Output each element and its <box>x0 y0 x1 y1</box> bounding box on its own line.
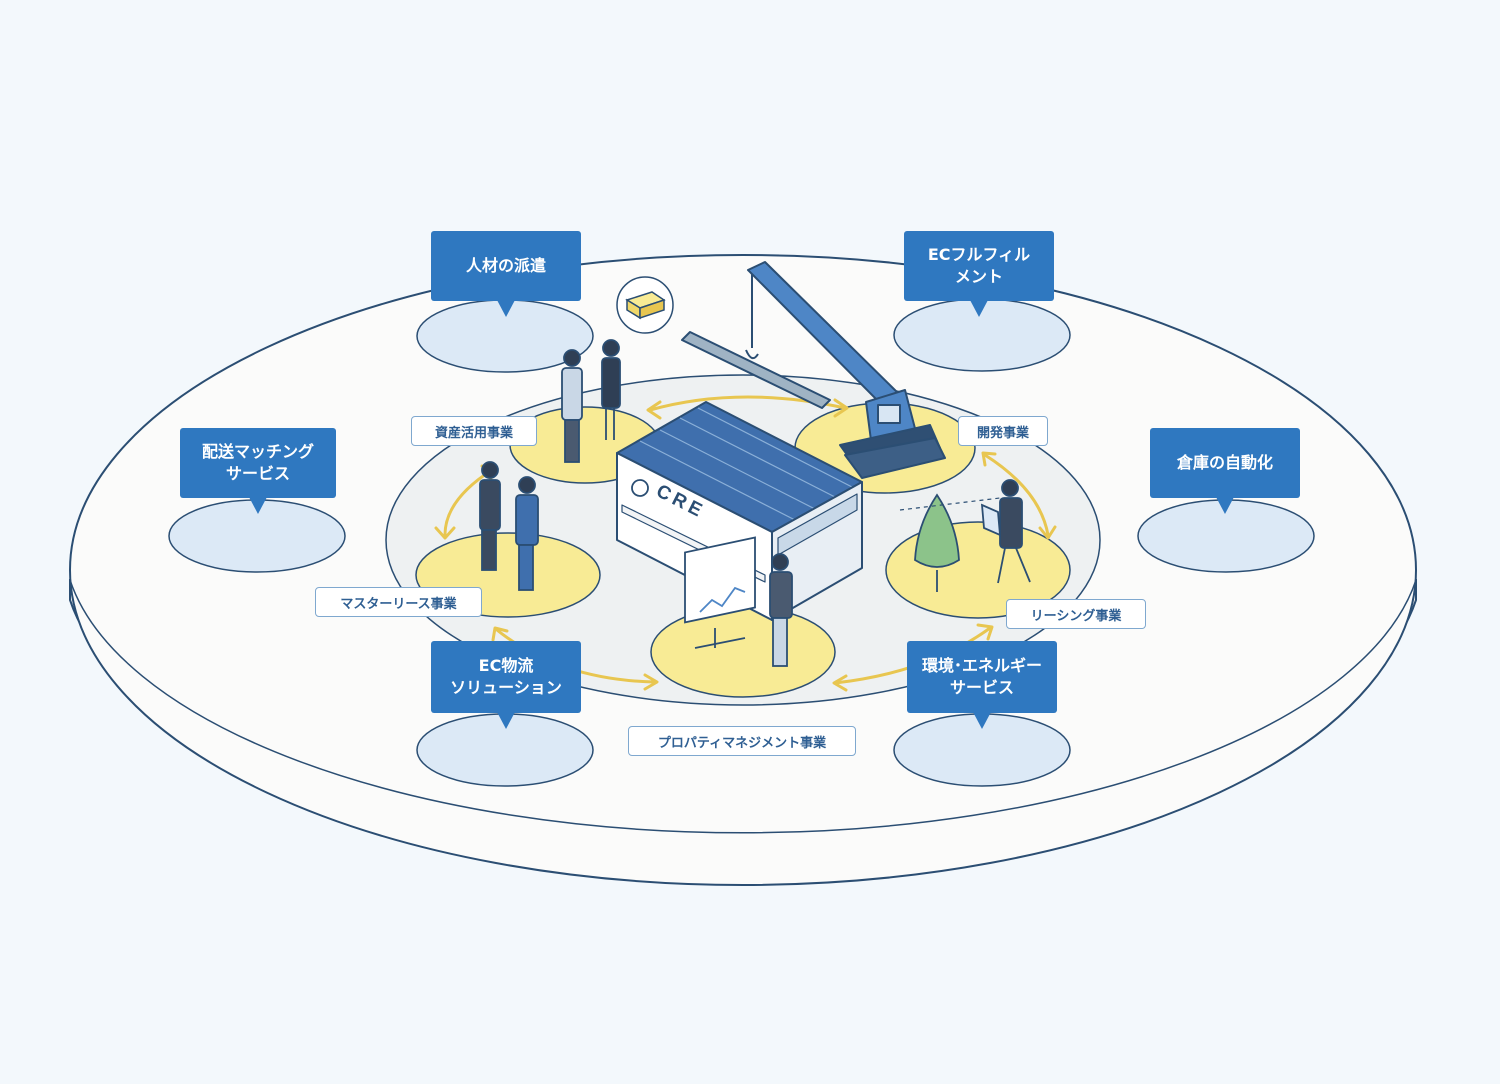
callout-delivery-matching: 配送マッチング サービス <box>180 428 336 514</box>
platform-disc <box>69 254 1417 886</box>
person-presenter <box>769 553 793 667</box>
person-woman-standing <box>601 339 621 440</box>
presentation-board-icon <box>684 536 756 649</box>
tag-leasing: リーシング事業 <box>1006 599 1146 629</box>
tag-master-lease: マスターリース事業 <box>315 587 482 617</box>
crane-illustration <box>681 261 946 479</box>
callout-environment-energy: 環境･エネルギー サービス <box>907 641 1057 729</box>
person-man-standing <box>561 349 583 463</box>
tag-property-management: プロパティマネジメント事業 <box>628 726 856 756</box>
service-ovals <box>168 298 1315 787</box>
callout-ec-fulfillment: ECフルフィル メント <box>904 231 1054 317</box>
package-speech-bubble-icon <box>616 276 674 334</box>
callout-ec-logistics: EC物流 ソリューション <box>431 641 581 729</box>
callout-warehouse-automation: 倉庫の自動化 <box>1150 428 1300 514</box>
tag-development: 開発事業 <box>958 416 1048 446</box>
person-handshake-left <box>479 461 501 571</box>
person-leasing-with-map <box>980 479 1031 584</box>
tree-icon <box>914 493 960 592</box>
person-handshake-right <box>515 476 539 591</box>
people-illustrations <box>479 339 1031 667</box>
tag-asset-utilization: 資産活用事業 <box>411 416 537 446</box>
callout-staffing: 人材の派遣 <box>431 231 581 317</box>
